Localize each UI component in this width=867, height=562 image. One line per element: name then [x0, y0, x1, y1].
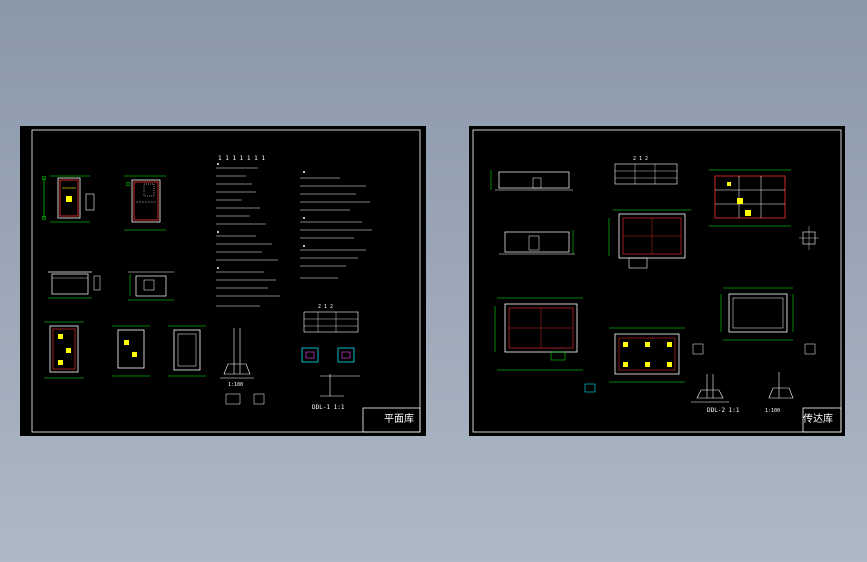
floor-plan-b: [124, 175, 166, 231]
elevation-b: [128, 271, 174, 301]
notes-block: 1 1 1 1 1 1 1: [216, 155, 372, 307]
elevation-a: [48, 271, 101, 299]
roof-plan: [720, 287, 794, 341]
footing-section: DDL-2 1:1 1:100: [691, 343, 816, 414]
detail-caption: DDL-1 1:1: [312, 404, 345, 411]
scale-caption: 1:100: [228, 382, 243, 388]
title-block-label: 传达库: [803, 414, 833, 425]
notes-header: 1 1 1 1 1 1 1: [218, 155, 265, 162]
schedule-table: 2 1 2: [614, 156, 678, 185]
title-block-label: 平面库: [384, 414, 414, 425]
sheet-frame: [31, 129, 421, 433]
table-title: 2 1 2: [633, 156, 648, 162]
elevation-c: [490, 170, 573, 191]
detail-caption: DDL-2 1:1: [707, 407, 740, 414]
floor-plan-c: [608, 209, 691, 269]
scale-caption: 1:100: [765, 408, 780, 414]
title-block: [362, 407, 421, 433]
title-block: [802, 407, 842, 433]
foundation-plan-a: [44, 321, 84, 379]
table-title: 2 1 2: [318, 304, 333, 310]
schedule-table: 2 1 2: [303, 304, 359, 333]
cad-drawing-right: 2 1 2: [472, 129, 842, 433]
floor-plan-a: [41, 175, 95, 223]
column-detail: [799, 226, 819, 250]
foundation-plan-d: [584, 327, 685, 393]
footing-section: [220, 328, 265, 405]
foundation-plan-c: [168, 325, 206, 377]
drawing-sheet-left[interactable]: 1 1 1 1 1 1 1: [20, 126, 426, 436]
rebar-details: DDL-1 1:1: [301, 347, 360, 411]
drawing-sheet-right[interactable]: 2 1 2: [469, 126, 845, 436]
cad-drawing-left: 1 1 1 1 1 1 1: [31, 129, 421, 433]
floor-plan-d: [494, 297, 583, 371]
elevation-d: [499, 230, 575, 255]
framing-plan: [709, 169, 791, 227]
sheet-frame: [472, 129, 842, 433]
foundation-plan-b: [112, 325, 150, 377]
